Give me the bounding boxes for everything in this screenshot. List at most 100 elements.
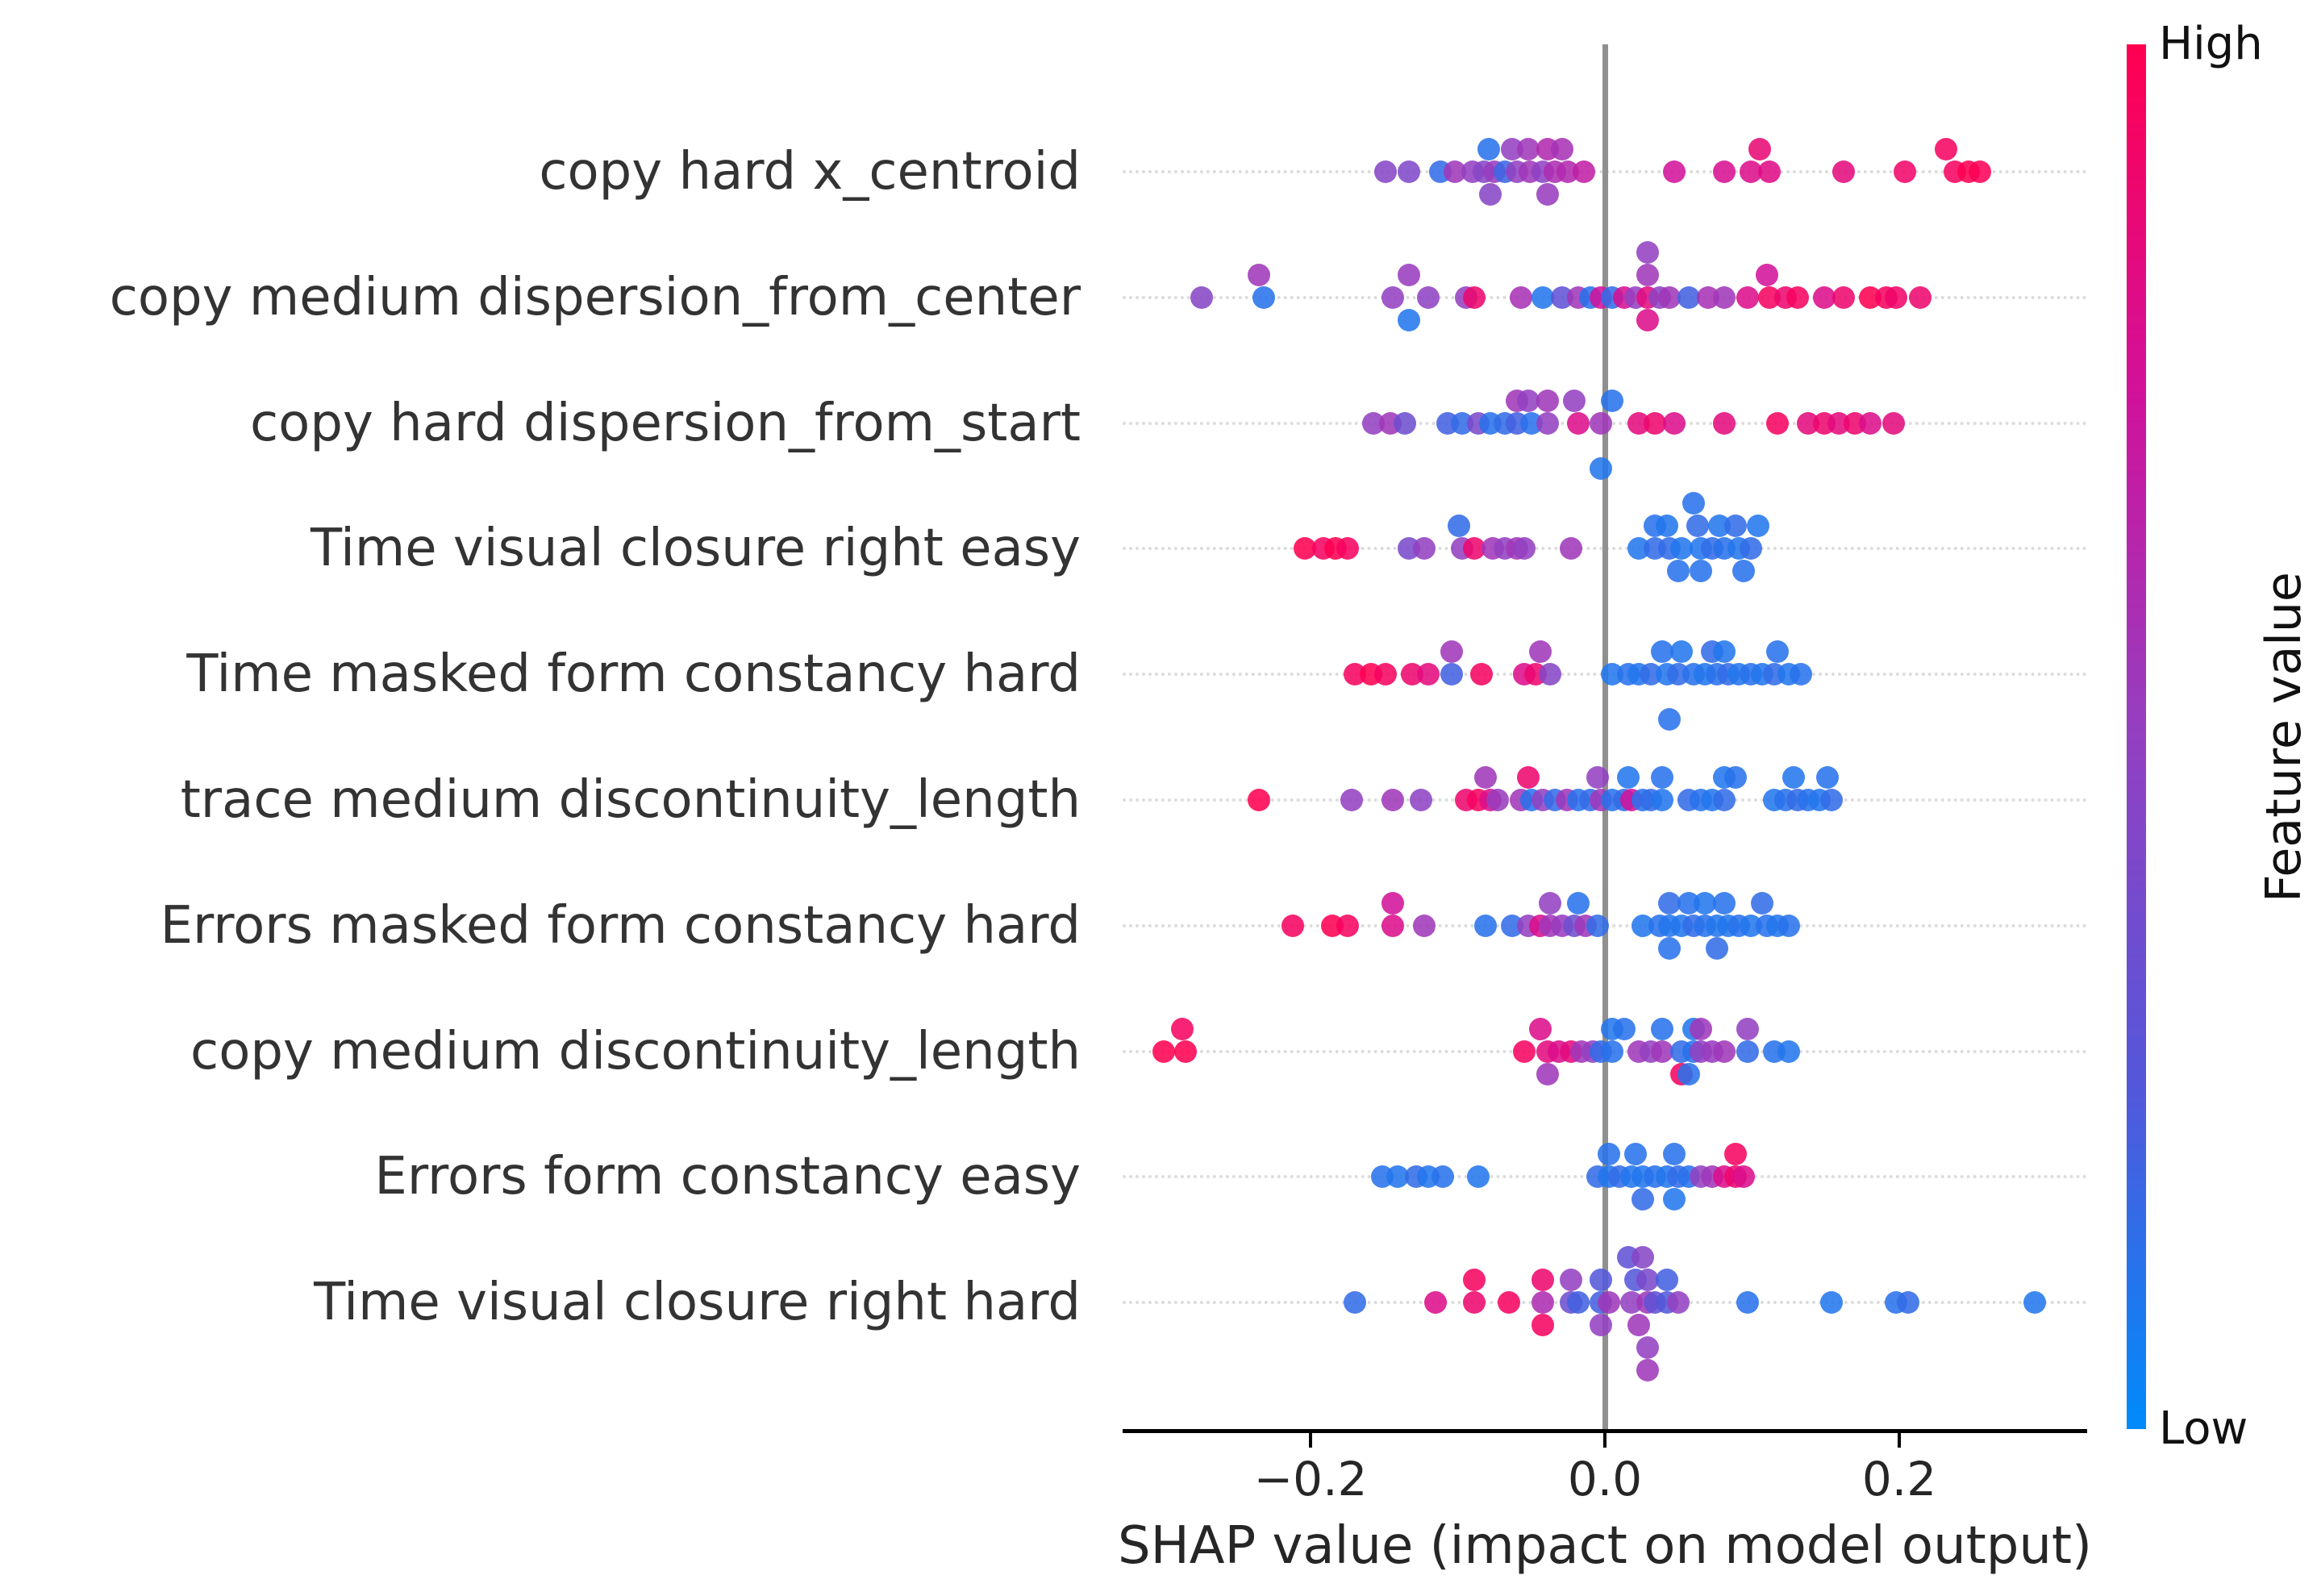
shap-dot bbox=[1374, 663, 1398, 686]
shap-dot bbox=[1589, 411, 1612, 435]
shap-dot bbox=[1739, 160, 1762, 183]
shap-dot bbox=[1424, 1291, 1448, 1315]
shap-dot bbox=[1669, 537, 1693, 560]
feature-label: copy medium dispersion_from_center bbox=[109, 267, 1081, 327]
shap-dot bbox=[1669, 640, 1693, 664]
feature-label: copy hard x_centroid bbox=[539, 142, 1081, 202]
shap-dot bbox=[1765, 640, 1789, 664]
shap-dot bbox=[1739, 537, 1762, 560]
shap-dot bbox=[1398, 308, 1421, 331]
shap-dot bbox=[1462, 1291, 1486, 1315]
shap-dot bbox=[1462, 1269, 1486, 1292]
shap-dot bbox=[1381, 789, 1405, 811]
shap-dot bbox=[1636, 240, 1659, 264]
shap-dot bbox=[1573, 160, 1596, 183]
shap-dot bbox=[1655, 515, 1678, 538]
shap-dot bbox=[1748, 138, 1771, 160]
shap-dot bbox=[1398, 160, 1421, 183]
shap-dot bbox=[1755, 263, 1778, 286]
shap-dot bbox=[1598, 1291, 1621, 1315]
shap-dot bbox=[1398, 263, 1421, 286]
shap-dot bbox=[1517, 389, 1540, 412]
shap-dot bbox=[1498, 1291, 1521, 1315]
shap-dot bbox=[1812, 285, 1836, 309]
shap-dot bbox=[1908, 285, 1932, 309]
shap-dot bbox=[1636, 308, 1659, 331]
shap-dot bbox=[1885, 285, 1908, 309]
shap-dot bbox=[1517, 138, 1540, 160]
shap-dot bbox=[1832, 285, 1855, 309]
shap-dot bbox=[1248, 789, 1271, 811]
shap-dot bbox=[1536, 411, 1559, 435]
shap-dot bbox=[1417, 285, 1440, 309]
shap-dot bbox=[1567, 411, 1590, 435]
shap-dot bbox=[1896, 1291, 1919, 1315]
feature-label: copy hard dispersion_from_start bbox=[249, 393, 1081, 453]
shap-dot bbox=[1627, 1314, 1650, 1337]
feature-label: Time visual closure right easy bbox=[310, 519, 1081, 579]
shap-dot bbox=[1528, 640, 1552, 664]
shap-dot bbox=[1478, 183, 1502, 206]
colorbar-title: Feature value bbox=[2256, 571, 2312, 902]
x-axis-spine bbox=[1123, 1429, 2087, 1433]
shap-dot bbox=[1820, 789, 1844, 811]
x-tick-label: −0.2 bbox=[1253, 1452, 1368, 1506]
shap-dot bbox=[1658, 936, 1681, 960]
shap-dot bbox=[1724, 1143, 1748, 1166]
shap-dot bbox=[1567, 1291, 1590, 1315]
x-axis-title: SHAP value (impact on model output) bbox=[1118, 1516, 2092, 1576]
feature-label: trace medium discontinuity_length bbox=[180, 770, 1081, 830]
shap-dot bbox=[1469, 663, 1493, 686]
shap-dot bbox=[1686, 515, 1709, 538]
shap-dot bbox=[1386, 1165, 1409, 1189]
shap-dot bbox=[1765, 411, 1789, 435]
feature-label: Time masked form constancy hard bbox=[186, 644, 1081, 705]
shap-dot bbox=[1531, 1314, 1555, 1337]
shap-dot bbox=[1340, 789, 1364, 811]
shap-dot bbox=[1381, 285, 1405, 309]
shap-dot bbox=[1636, 1336, 1659, 1360]
shap-dot bbox=[1551, 138, 1574, 160]
shap-dot bbox=[1636, 1359, 1659, 1382]
feature-label: copy medium discontinuity_length bbox=[190, 1021, 1081, 1081]
shap-dot bbox=[1758, 160, 1782, 183]
shap-dot bbox=[1894, 160, 1917, 183]
shap-dot bbox=[1560, 1269, 1583, 1292]
shap-dot bbox=[1474, 914, 1498, 937]
shap-dot bbox=[1539, 663, 1562, 686]
shap-dot bbox=[1462, 537, 1486, 560]
shap-dot bbox=[1858, 411, 1882, 435]
shap-dot bbox=[1536, 183, 1559, 206]
shap-dot bbox=[1731, 560, 1755, 583]
shap-dot bbox=[1173, 1040, 1197, 1063]
shap-dot bbox=[1512, 537, 1536, 560]
shap-dot bbox=[1343, 1291, 1366, 1315]
shap-dot bbox=[1677, 285, 1701, 309]
shap-dot bbox=[1539, 891, 1562, 915]
shap-dot bbox=[1746, 515, 1769, 538]
shap-dot bbox=[1820, 1291, 1844, 1315]
feature-label: Errors form constancy easy bbox=[374, 1147, 1081, 1207]
colorbar-high-label: High bbox=[2159, 18, 2263, 70]
shap-dot bbox=[1724, 515, 1748, 538]
shap-dot bbox=[1531, 285, 1555, 309]
shap-dot bbox=[1536, 389, 1559, 412]
shap-dot bbox=[1562, 389, 1586, 412]
shap-dot bbox=[1248, 263, 1271, 286]
shap-dot bbox=[1712, 789, 1736, 811]
shap-dot bbox=[1777, 1040, 1801, 1063]
shap-dot bbox=[1409, 789, 1432, 811]
shap-dot bbox=[1815, 766, 1839, 789]
shap-dot bbox=[1589, 1314, 1612, 1337]
shap-dot bbox=[1601, 1040, 1624, 1063]
shap-dot bbox=[1631, 1188, 1655, 1211]
shap-dot bbox=[1617, 766, 1640, 789]
shap-dot bbox=[1681, 492, 1705, 515]
x-tick-mark bbox=[1309, 1433, 1312, 1448]
shap-dot bbox=[1589, 456, 1612, 480]
shap-dot bbox=[1612, 1017, 1636, 1040]
shap-dot bbox=[1598, 1143, 1621, 1166]
shap-dot bbox=[1689, 560, 1712, 583]
shap-dot bbox=[1636, 1269, 1659, 1292]
